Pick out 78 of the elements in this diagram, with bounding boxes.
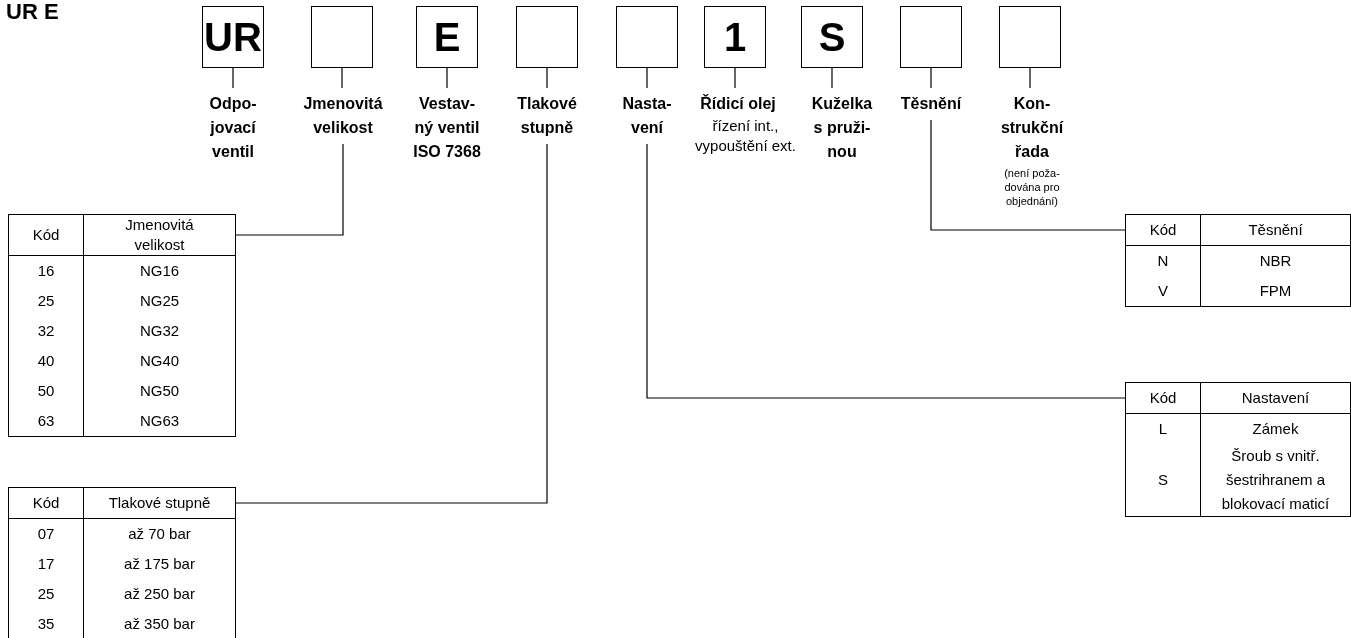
option-value: NBR <box>1259 251 1292 271</box>
code-box <box>801 6 863 68</box>
option-value: Zámek <box>1252 419 1299 439</box>
column-header: Jmenovitá velikost <box>124 215 195 255</box>
column-header: Kód <box>32 493 60 513</box>
option-value: FPM <box>1259 281 1292 301</box>
connector-line <box>734 67 736 89</box>
option-value: NG40 <box>139 351 180 371</box>
code-box <box>416 6 478 68</box>
code-value: S <box>1158 470 1168 490</box>
code-value: 50 <box>37 381 55 401</box>
code-value: N <box>1157 251 1169 271</box>
code-value: 07 <box>37 524 55 544</box>
connector-line <box>930 67 932 89</box>
field-heading: Vestav- ný ventil ISO 7368 <box>412 94 482 162</box>
connector-line <box>341 67 343 89</box>
leader-line <box>930 119 1126 231</box>
column-header: Těsnění <box>1248 220 1303 240</box>
leader-line <box>235 143 548 504</box>
code-value: V <box>1158 281 1168 301</box>
leader-line <box>235 143 344 236</box>
connector-line <box>546 67 548 89</box>
field-heading: Řídicí olej <box>699 93 777 114</box>
field-heading: Kon- strukční řada <box>999 94 1065 162</box>
field-heading: Kuželka s pruži- nou <box>810 94 874 162</box>
code-value: 25 <box>37 291 55 311</box>
option-value: až 70 bar <box>128 524 191 544</box>
code-value: 16 <box>37 261 55 281</box>
code-value: 63 <box>37 411 55 431</box>
option-value: NG50 <box>139 381 180 401</box>
code-value: 32 <box>37 321 55 341</box>
code-table <box>1125 214 1351 307</box>
column-header: Nastavení <box>1241 388 1310 408</box>
code-letter: S <box>818 15 846 59</box>
field-heading: Odpo- jovací ventil <box>208 94 258 162</box>
field-note: řízení int., vypouštění ext. <box>694 116 797 156</box>
code-letter: E <box>433 15 461 59</box>
option-value: NG16 <box>139 261 180 281</box>
connector-line <box>446 67 448 89</box>
code-letter: UR <box>204 15 262 59</box>
code-box <box>311 6 373 68</box>
field-heading: Těsnění <box>899 94 963 114</box>
field-heading: Jmenovitá velikost <box>302 94 384 138</box>
code-value: 17 <box>37 554 55 574</box>
connector-line <box>232 67 234 89</box>
diagram-title: UR E <box>6 0 59 24</box>
leader-line <box>646 143 1126 399</box>
code-value: L <box>1158 419 1168 439</box>
code-box <box>704 6 766 68</box>
code-box <box>516 6 578 68</box>
option-value: NG32 <box>139 321 180 341</box>
code-table <box>8 214 236 437</box>
field-heading: Tlakové stupně <box>516 94 578 138</box>
code-value: 25 <box>37 584 55 604</box>
code-box <box>999 6 1061 68</box>
option-value: Šroub s vnitř. šestrihranem a blokovací maticí <box>1220 446 1331 514</box>
code-box <box>900 6 962 68</box>
code-box <box>202 6 264 68</box>
option-value: až 250 bar <box>124 584 195 604</box>
field-heading: Nasta- vení <box>621 94 673 138</box>
code-value: 35 <box>37 614 55 634</box>
code-table <box>8 487 236 638</box>
column-header: Kód <box>1149 388 1177 408</box>
column-header: Kód <box>1149 220 1177 240</box>
code-letter: 1 <box>723 15 747 59</box>
code-box <box>616 6 678 68</box>
column-header: Tlakové stupně <box>108 493 211 513</box>
option-value: až 175 bar <box>124 554 195 574</box>
connector-line <box>646 67 648 89</box>
option-value: až 350 bar <box>124 614 195 634</box>
option-value: NG63 <box>139 411 180 431</box>
code-table <box>1125 382 1351 517</box>
option-value: NG25 <box>139 291 180 311</box>
code-value: 40 <box>37 351 55 371</box>
connector-line <box>831 67 833 89</box>
field-note: (není poža- dována pro objednání) <box>1003 166 1061 208</box>
column-header: Kód <box>32 225 60 245</box>
connector-line <box>1029 67 1031 89</box>
